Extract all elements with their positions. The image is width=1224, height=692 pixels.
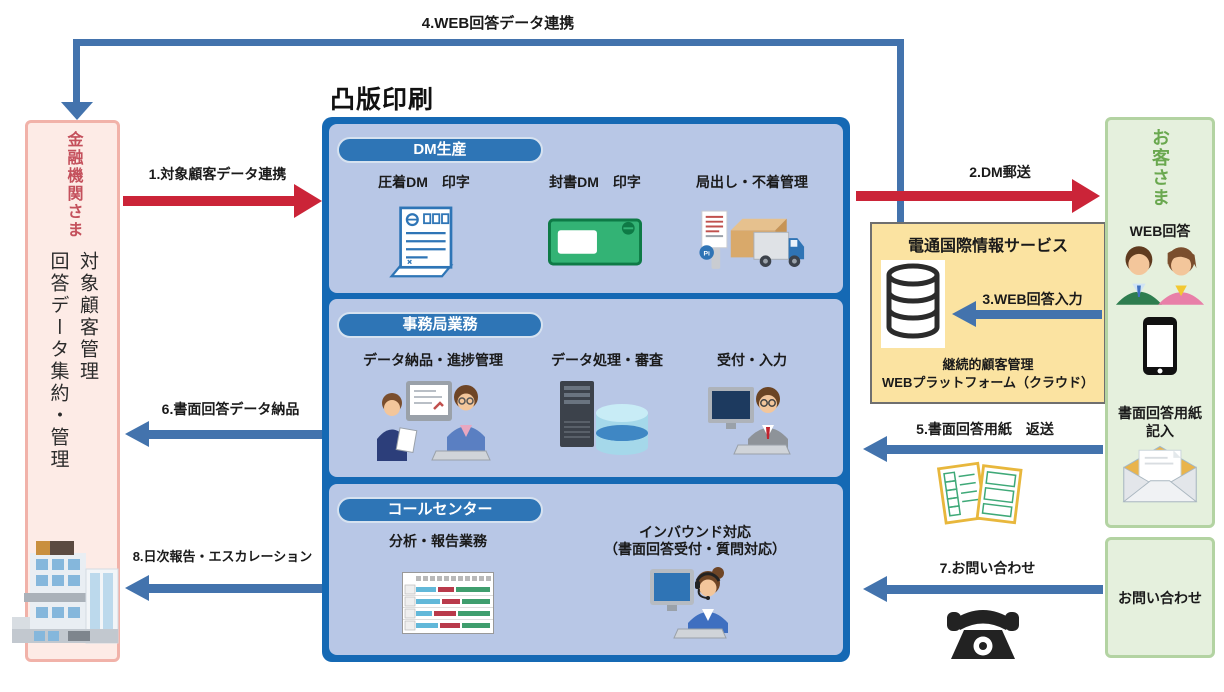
open-envelope-letter-icon bbox=[1122, 445, 1198, 503]
arrow4-line-vertical-right bbox=[897, 39, 904, 222]
telephone-icon bbox=[947, 610, 1019, 659]
pressure-seal-dm-document-icon bbox=[389, 206, 454, 278]
arrow5-shaft bbox=[887, 445, 1103, 454]
green-envelope-dm-icon bbox=[548, 218, 642, 266]
arrow6-shaft bbox=[149, 430, 322, 439]
call-center-section: コールセンター 分析・報告業務 インバウンド対応 （書面回答受付・質問対応） bbox=[329, 484, 843, 655]
arrow4-arrowhead-down-icon bbox=[61, 102, 93, 120]
label-analysis-reporting: 分析・報告業務 bbox=[389, 533, 487, 549]
smartphone-icon bbox=[1143, 317, 1177, 375]
dm-production-header: DM生産 bbox=[337, 137, 543, 163]
arrow3-label: 3.WEB回答入力 bbox=[982, 291, 1083, 307]
label-adhesive-dm-print: 圧着DM 印字 bbox=[378, 174, 470, 190]
arrow3-arrowhead-left-icon bbox=[952, 301, 976, 327]
arrow8-label: 8.日次報告・エスカレーション bbox=[132, 549, 313, 564]
pi-badge-text: Pi bbox=[703, 250, 710, 257]
arrow2-arrowhead-right-icon bbox=[1072, 179, 1100, 213]
office-operations-header: 事務局業務 bbox=[337, 312, 543, 338]
arrow8-shaft bbox=[149, 584, 322, 593]
server-database-icon bbox=[560, 381, 648, 455]
isid-caption-line2: WEBプラットフォーム（クラウド） bbox=[882, 375, 1094, 390]
arrow7-shaft bbox=[887, 585, 1103, 594]
arrow8-arrowhead-left-icon bbox=[125, 575, 149, 601]
arrow6-label: 6.書面回答データ納品 bbox=[161, 401, 300, 417]
call-operator-headset-icon bbox=[650, 567, 728, 639]
label-mailing-management: 局出し・不着管理 bbox=[696, 174, 808, 190]
clerk-at-computer-icon bbox=[708, 387, 791, 455]
office-building-icon bbox=[12, 541, 119, 644]
arrow1-shaft bbox=[123, 196, 294, 206]
arrow7-label: 7.お問い合わせ bbox=[939, 560, 1036, 576]
label-data-delivery-progress: データ納品・進捗管理 bbox=[363, 352, 503, 368]
customer-paper-label-line1: 書面回答用紙 bbox=[1118, 405, 1202, 421]
call-center-header: コールセンター bbox=[337, 497, 543, 523]
customer-web-answer-label: WEB回答 bbox=[1129, 223, 1191, 239]
isid-box: 電通国際情報サービス 継続的顧客管理 WEBプラットフォーム（クラウド） bbox=[870, 222, 1106, 404]
isid-caption-line1: 継続的顧客管理 bbox=[942, 357, 1034, 372]
arrow5-arrowhead-left-icon bbox=[863, 436, 887, 462]
arrow4-line-horizontal bbox=[73, 39, 904, 46]
arrow6-arrowhead-left-icon bbox=[125, 421, 149, 447]
customer-box: お客さま WEB回答 書面回答用紙 記入 bbox=[1105, 117, 1215, 528]
toppan-title: 凸版印刷 bbox=[330, 86, 435, 114]
isid-title: 電通国際情報サービス bbox=[907, 238, 1068, 255]
shipping-truck-parcel-icon: Pi bbox=[699, 210, 805, 269]
label-inbound-line2: （書面回答受付・質問対応） bbox=[604, 541, 786, 557]
arrow4-label: 4.WEB回答データ連携 bbox=[421, 15, 575, 32]
response-forms-icon bbox=[936, 461, 1023, 525]
label-inbound-line1: インバウンド対応 bbox=[639, 524, 751, 540]
customer-name-wrap: お客さま bbox=[1108, 128, 1212, 208]
financial-institution-box: 金融機関さま 対象顧客管理 回答データ集約・管理 bbox=[12, 120, 120, 662]
gantt-chart-report-icon bbox=[402, 572, 494, 634]
database-cylinder-icon bbox=[881, 260, 945, 348]
arrow1-arrowhead-right-icon bbox=[294, 184, 322, 218]
arrow3-shaft bbox=[976, 310, 1102, 319]
financial-roles: 対象顧客管理 回答データ集約・管理 bbox=[43, 251, 102, 551]
arrow1-label: 1.対象顧客データ連携 bbox=[148, 166, 287, 182]
arrow5-label: 5.書面回答用紙 返送 bbox=[916, 421, 1054, 437]
financial-name: 金融機関さま bbox=[64, 131, 82, 239]
office-operations-section: 事務局業務 データ納品・進捗管理 データ処理・審査 受付・入力 bbox=[329, 299, 843, 477]
toppan-box: DM生産 圧着DM 印字 封書DM 印字 局出し・不着管理 bbox=[322, 117, 850, 662]
customer-name: お客さま bbox=[1150, 128, 1170, 208]
arrow4-line-vertical-left bbox=[73, 39, 80, 102]
customer-couple-icon bbox=[1115, 246, 1205, 305]
inquiry-box: お問い合わせ bbox=[1105, 537, 1215, 658]
label-inbound-response: インバウンド対応 （書面回答受付・質問対応） bbox=[585, 524, 805, 558]
arrow7-arrowhead-left-icon bbox=[863, 576, 887, 602]
label-reception-entry: 受付・入力 bbox=[717, 352, 787, 368]
label-envelope-dm-print: 封書DM 印字 bbox=[549, 174, 641, 190]
arrow2-shaft bbox=[856, 191, 1072, 201]
customer-paper-label-line2: 記入 bbox=[1146, 423, 1174, 439]
financial-name-wrap: 金融機関さま bbox=[28, 131, 117, 239]
financial-role-2: 回答データ集約・管理 bbox=[47, 251, 69, 471]
dm-production-section: DM生産 圧着DM 印字 封書DM 印字 局出し・不着管理 bbox=[329, 124, 843, 293]
arrow2-label: 2.DM郵送 bbox=[969, 164, 1031, 180]
inquiry-label: お問い合わせ bbox=[1118, 589, 1202, 606]
label-data-processing-review: データ処理・審査 bbox=[551, 352, 663, 368]
financial-role-1: 対象顧客管理 bbox=[76, 251, 98, 383]
financial-roles-wrap: 対象顧客管理 回答データ集約・管理 bbox=[28, 251, 117, 551]
staff-pair-at-computer-icon bbox=[377, 381, 491, 461]
